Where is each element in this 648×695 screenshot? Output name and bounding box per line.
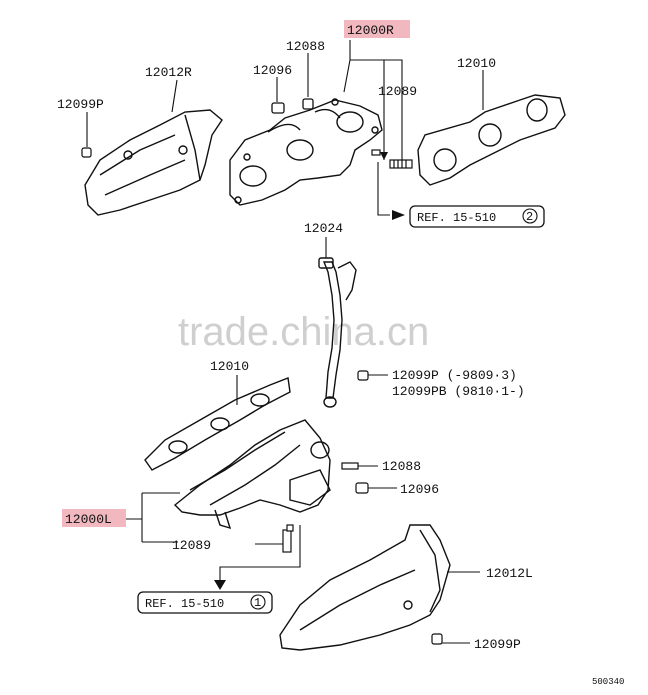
highlight-12000r <box>344 20 410 38</box>
nut-mid <box>355 482 369 494</box>
label-bolt-bottom: 12099P <box>474 637 521 652</box>
ref-box-bottom: REF. 15-510 1 <box>137 591 273 614</box>
highlight-12000l <box>62 509 126 527</box>
label-12000l: 12000L <box>65 512 112 527</box>
label-12000r: 12000R <box>347 23 394 38</box>
label-cover-right: 12012R <box>145 65 192 80</box>
stud-group-bottom <box>282 524 294 553</box>
label-gasket-mid: 12010 <box>210 359 249 374</box>
nut-top <box>271 98 314 114</box>
exhaust-manifold-right <box>229 98 383 206</box>
ref-top-num: 2 <box>526 210 533 224</box>
ref-top-text: REF. 15-510 <box>417 211 496 225</box>
label-bolt-top-left: 12099P <box>57 97 104 112</box>
exhaust-manifold-left <box>173 419 331 530</box>
ref-box-top: REF. 15-510 2 <box>409 205 545 228</box>
label-stud-mid: 12088 <box>382 459 421 474</box>
ref-bottom-num: 1 <box>254 596 261 610</box>
heat-cover-left <box>279 524 451 651</box>
label-bolt-mid-a: 12099P (-9809·3) <box>392 368 517 383</box>
leader-lines <box>86 40 484 644</box>
label-pipe: 12024 <box>304 221 343 236</box>
label-bolt-mid-b: 12099PB (9810·1-) <box>392 384 525 399</box>
label-gasket-top: 12010 <box>457 56 496 71</box>
ref-bottom-text: REF. 15-510 <box>145 597 224 611</box>
diagram-code: 500340 <box>592 677 624 687</box>
arrow-icons <box>214 152 405 590</box>
bolt-top-left-icon <box>81 147 92 158</box>
bolt-mid-icon <box>357 370 369 381</box>
stud-group-top <box>371 149 413 169</box>
gasket-top <box>417 94 566 186</box>
bolt-bottom-icon <box>431 633 443 645</box>
gasket-mid <box>144 377 291 471</box>
label-nut-mid: 12096 <box>400 482 439 497</box>
watermark: trade.china.cn <box>178 310 429 354</box>
label-stud-group-bottom: 12089 <box>172 538 211 553</box>
stud-mid <box>341 462 359 470</box>
label-stud-group-top: 12089 <box>378 84 417 99</box>
heat-cover-right <box>84 109 223 216</box>
label-nut-top: 12096 <box>253 63 292 78</box>
label-stud-top: 12088 <box>286 39 325 54</box>
label-cover-left: 12012L <box>486 566 533 581</box>
